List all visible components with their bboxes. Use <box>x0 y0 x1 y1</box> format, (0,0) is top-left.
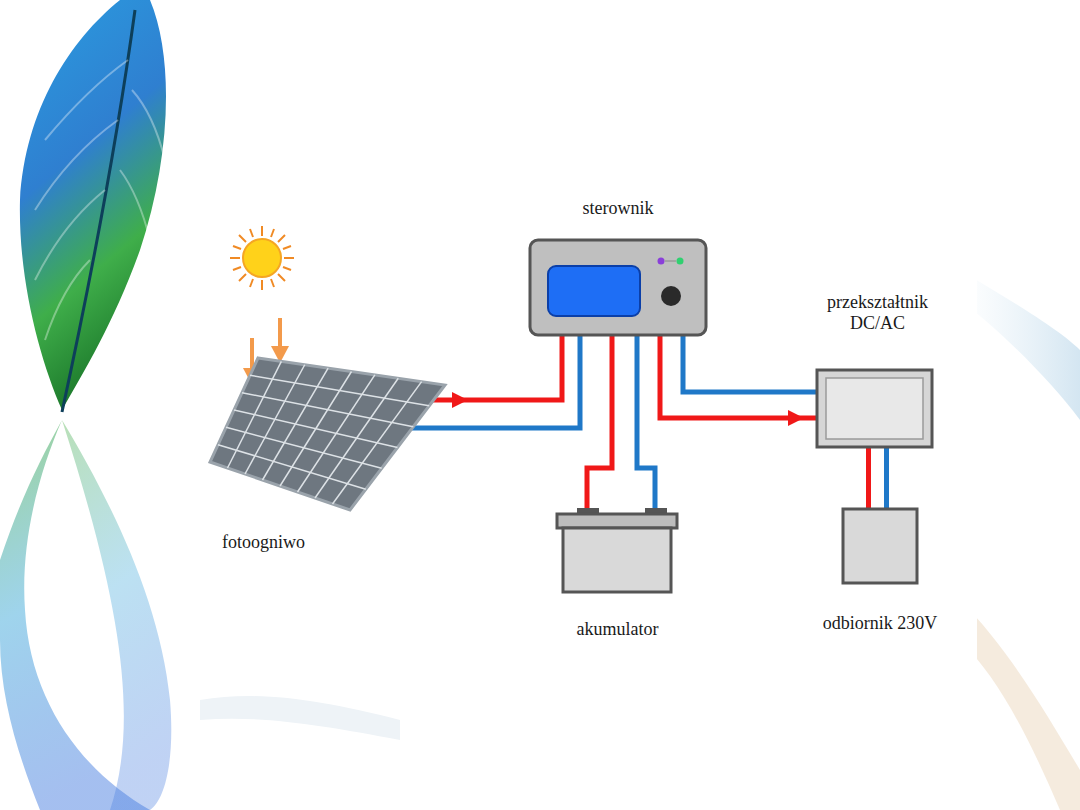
feather <box>20 0 166 410</box>
solar-panel-drawing <box>205 350 450 555</box>
positive-wire <box>587 334 612 512</box>
solar-panel: fotoogniwo <box>205 350 450 555</box>
negative-wire <box>683 334 818 392</box>
negative-wire <box>402 334 580 428</box>
feather-reflection <box>62 420 171 810</box>
cable-pair <box>402 334 580 428</box>
positive-wire <box>660 334 818 418</box>
controller-box: sterownik <box>528 198 708 338</box>
swoosh <box>960 270 1080 420</box>
image-panel <box>205 185 977 673</box>
cable-pair <box>869 446 887 511</box>
node-label: przekształtnik DC/AC <box>815 292 940 333</box>
controller-box-drawing <box>528 198 708 338</box>
node-label: odbiornik 230V <box>823 613 938 634</box>
swoosh <box>960 600 1080 810</box>
node-label: fotoogniwo <box>222 532 305 553</box>
negative-wire <box>637 334 655 512</box>
inverter-box: przekształtnik DC/AC <box>812 292 943 450</box>
battery: akumulator <box>545 508 690 640</box>
cable-pair <box>660 334 818 426</box>
node-label: akumulator <box>577 619 659 640</box>
feather-barbs <box>35 60 165 340</box>
cable-pair <box>587 334 655 512</box>
negative-wire <box>884 446 889 511</box>
arrow-head <box>452 392 468 408</box>
arrow-head <box>788 410 804 426</box>
swoosh <box>200 696 400 740</box>
feather-stem <box>62 10 135 412</box>
sun <box>230 226 294 290</box>
node-label: sterownik <box>583 198 654 219</box>
load-box: odbiornik 230V <box>800 508 960 634</box>
positive-wire <box>866 446 871 511</box>
